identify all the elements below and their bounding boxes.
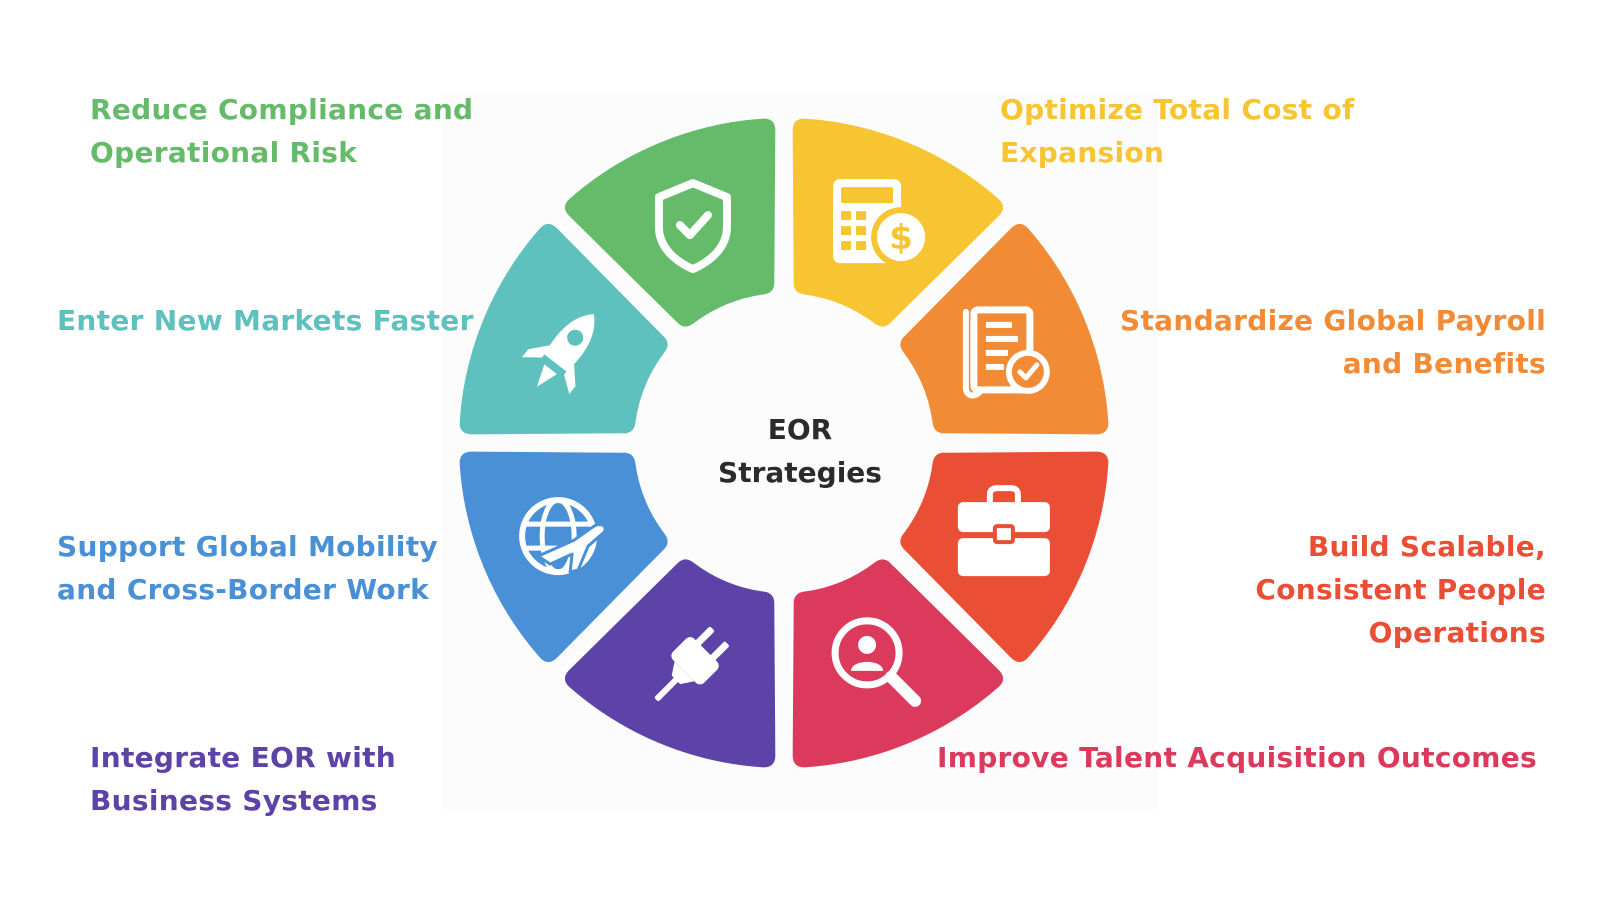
segment-compliance bbox=[564, 118, 776, 327]
label-operations: Build Scalable, Consistent People Operat… bbox=[1255, 530, 1546, 649]
center-title-line2: Strategies bbox=[718, 456, 882, 489]
magnifier-person-icon bbox=[831, 617, 922, 707]
label-cost: Optimize Total Cost of Expansion bbox=[1000, 93, 1355, 169]
shield-check-icon bbox=[654, 179, 731, 274]
briefcase-icon bbox=[957, 485, 1050, 577]
label-integrate: Integrate EOR with Business Systems bbox=[90, 741, 397, 817]
label-payroll: Standardize Global Payroll and Benefits bbox=[1120, 304, 1546, 380]
svg-text:$: $ bbox=[889, 218, 913, 258]
center-title-line1: EOR bbox=[767, 413, 833, 446]
document-check-icon bbox=[962, 306, 1050, 399]
label-compliance: Reduce Compliance and Operational Risk bbox=[90, 93, 474, 169]
label-mobility: Support Global Mobility and Cross-Border… bbox=[57, 530, 438, 606]
segment-integrate bbox=[564, 559, 776, 768]
center-title: EOR Strategies bbox=[700, 408, 900, 494]
plug-icon bbox=[654, 626, 729, 701]
globe-plane-icon bbox=[519, 497, 607, 576]
calculator-dollar-icon: $ bbox=[833, 179, 932, 268]
label-talent: Improve Talent Acquisition Outcomes bbox=[937, 741, 1538, 774]
rocket-icon bbox=[522, 314, 595, 395]
segment-payroll bbox=[900, 223, 1109, 435]
label-markets: Enter New Markets Faster bbox=[57, 304, 474, 337]
